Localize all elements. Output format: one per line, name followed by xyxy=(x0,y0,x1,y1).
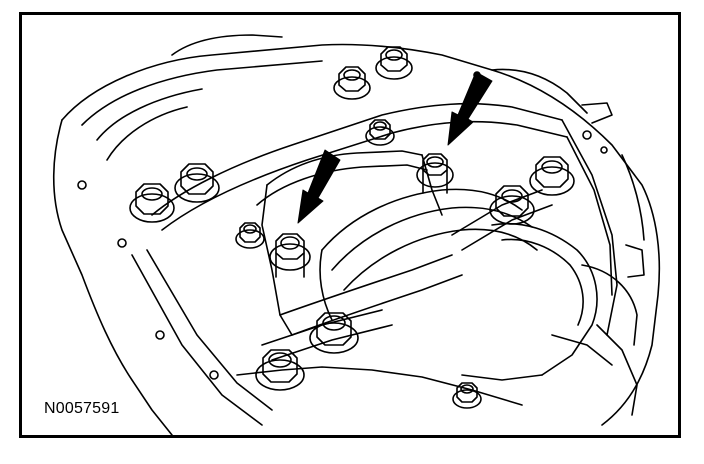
pan-rail xyxy=(131,102,618,426)
bolt-11 xyxy=(309,312,359,354)
block-casting-outline xyxy=(52,34,661,435)
bolt-2 xyxy=(174,163,220,203)
bolt-6 xyxy=(235,222,265,249)
arrow-icon xyxy=(297,149,341,224)
bolt-3 xyxy=(333,66,371,100)
illustration-frame: N0057591 xyxy=(19,12,681,438)
bolt-5 xyxy=(365,119,395,146)
bolt-10 xyxy=(489,185,535,225)
engine-block-illustration xyxy=(52,34,661,435)
counterweight xyxy=(461,222,638,416)
bolt-12 xyxy=(255,349,305,391)
figure-id-label: N0057591 xyxy=(44,400,120,417)
bolt-1 xyxy=(129,183,175,223)
bolt-4 xyxy=(375,46,413,80)
bolt-13 xyxy=(452,382,482,409)
arrow-icon xyxy=(447,71,493,146)
bolt-8 xyxy=(416,153,454,194)
bolt-9 xyxy=(529,156,575,196)
bolt-7 xyxy=(269,233,311,278)
